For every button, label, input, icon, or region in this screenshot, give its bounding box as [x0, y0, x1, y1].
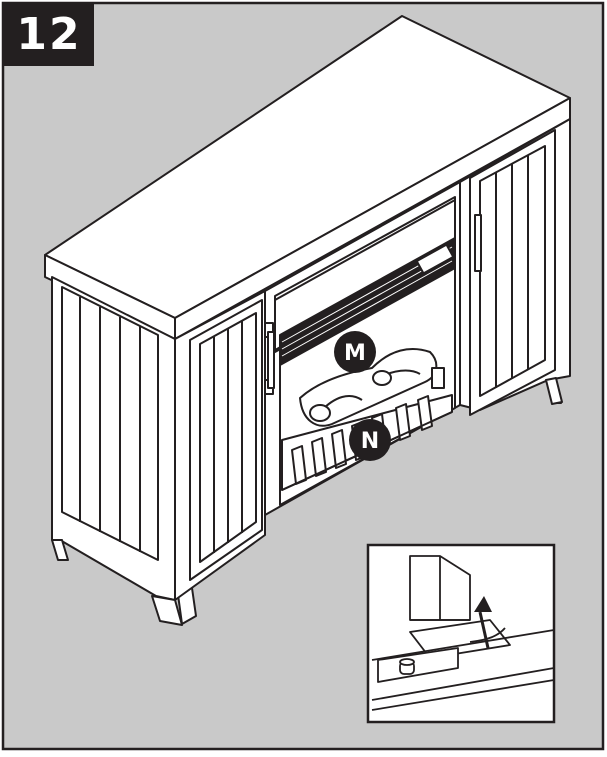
callout-n-circle [349, 419, 391, 461]
inset-rail-bottom [371, 667, 555, 701]
callout-n: N [349, 419, 391, 461]
grate-bar [311, 437, 327, 477]
arrow-head-icon [474, 596, 492, 612]
tv-stand-illustration [44, 15, 571, 626]
callout-m-circle [334, 331, 376, 373]
log-end [372, 370, 392, 386]
left-front-leg [151, 595, 183, 626]
left-rear-leg [51, 539, 69, 561]
grate-bar [331, 429, 347, 469]
vent-line [281, 260, 453, 357]
peeled-backing [469, 627, 506, 643]
grate-bar [395, 403, 411, 441]
grate-bar [417, 395, 433, 431]
step-number-badge: 12 [4, 3, 94, 66]
log-set [299, 348, 438, 427]
inset-channel [377, 647, 459, 683]
callout-m: M [334, 331, 376, 373]
step-number: 12 [16, 9, 82, 60]
log-stand [431, 367, 445, 389]
inset-peg-top [399, 658, 415, 666]
left-door-handle [267, 331, 275, 389]
inset-rail-top [371, 629, 555, 661]
right-door-handle [474, 214, 482, 272]
inset-rail-edge [371, 679, 555, 711]
arrow-shaft [478, 611, 490, 649]
callout-m-label: M [344, 341, 366, 366]
log-end [309, 404, 331, 422]
right-front-leg [545, 377, 563, 405]
detail-inset [366, 543, 556, 724]
control-panel [415, 243, 455, 275]
callout-n-label: N [361, 429, 379, 454]
left-side-frame [61, 286, 159, 561]
